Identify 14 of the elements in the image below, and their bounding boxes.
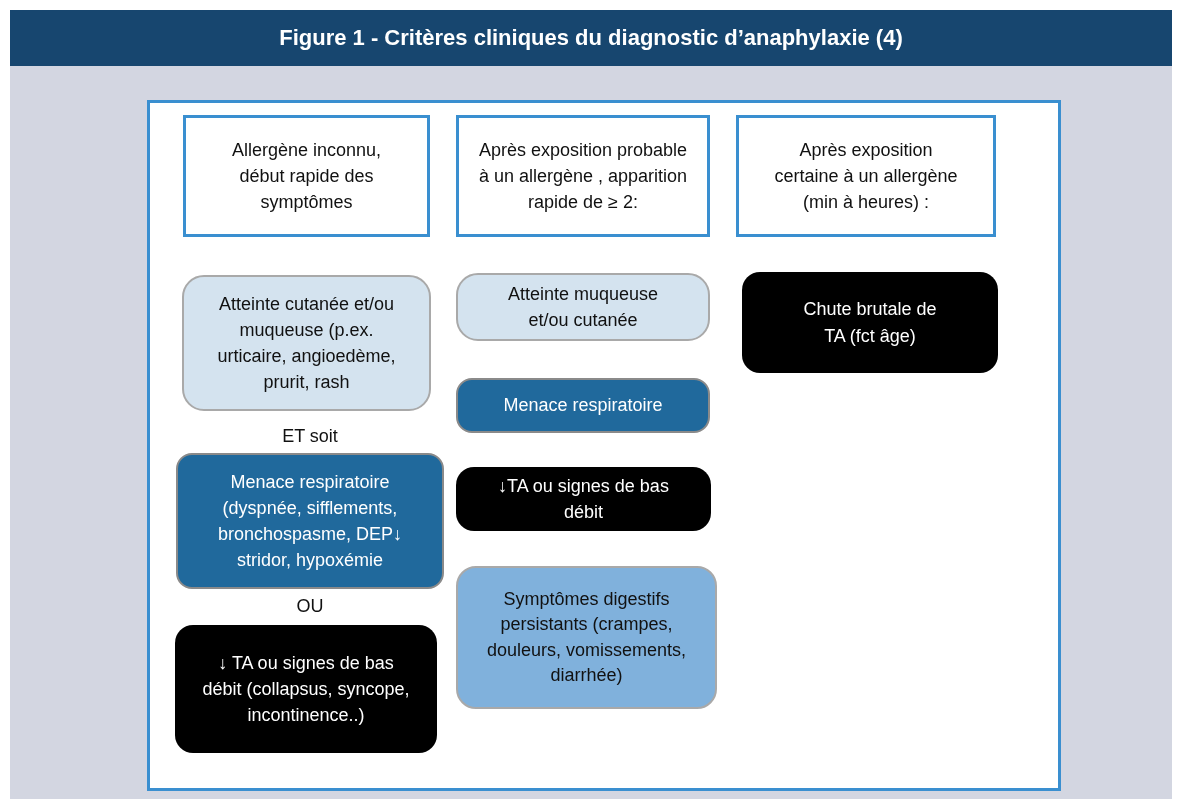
symptom-box: Atteinte muqueuse et/ou cutanée — [456, 273, 710, 341]
figure-title: Figure 1 - Critères cliniques du diagnostic d’anaphylaxie (4) — [10, 10, 1172, 66]
connector-word: OU — [296, 596, 324, 617]
symptom-box: Symptômes digestifs persistants (crampes, douleurs, vomissements, diarrhée) — [456, 566, 717, 709]
connector-word: ET soit — [282, 426, 338, 447]
criteria-box: Allergène inconnu, début rapide des symptômes — [183, 115, 430, 237]
hypotension-box: ↓ TA ou signes de bas débit (collapsus, syncope, incontinence..) — [175, 625, 437, 753]
respiratory-box: Menace respiratoire — [456, 378, 710, 433]
symptom-box: Atteinte cutanée et/ou muqueuse (p.ex. urticaire, angioedème, prurit, rash — [182, 275, 431, 411]
criteria-box: Après exposition probable à un allergène , apparition rapide de ≥ 2: — [456, 115, 710, 237]
hypotension-box: Chute brutale de TA (fct âge) — [742, 272, 998, 373]
hypotension-box: ↓TA ou signes de bas débit — [456, 467, 711, 531]
respiratory-box: Menace respiratoire (dyspnée, sifflements, bronchospasme, DEP↓ stridor, hypoxémie — [176, 453, 444, 589]
criteria-box: Après exposition certaine à un allergène (min à heures) : — [736, 115, 996, 237]
